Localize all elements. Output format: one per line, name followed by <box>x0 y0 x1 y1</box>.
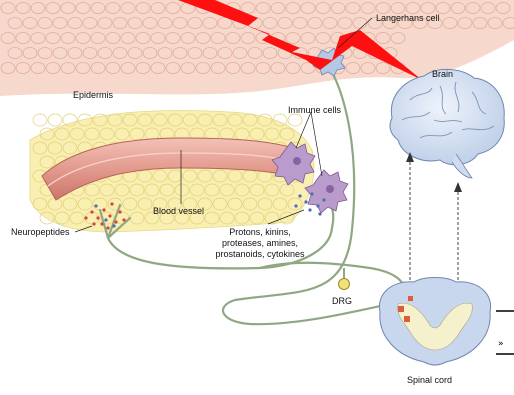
molecule-dot <box>112 224 115 227</box>
label-epidermis: Epidermis <box>73 90 113 100</box>
molecule-dot <box>92 222 95 225</box>
molecule-dot <box>322 198 325 201</box>
molecule-dot <box>102 208 105 211</box>
molecule-dot <box>304 200 307 203</box>
label-blood-vessel: Blood vessel <box>153 206 204 216</box>
molecule-dot <box>106 226 109 229</box>
tissue-cell <box>33 114 47 126</box>
molecule-dot <box>94 204 97 207</box>
label-drg: DRG <box>332 296 352 306</box>
frame-marks: » <box>496 311 514 354</box>
label-mediators-3: prostanoids, cytokines <box>196 249 324 259</box>
molecule-dot <box>114 220 117 223</box>
tissue-cell <box>288 114 302 126</box>
label-langerhans-cell: Langerhans cell <box>376 13 440 23</box>
molecule-dot <box>308 208 311 211</box>
label-mediators-1: Protons, kinins, <box>200 227 320 237</box>
molecule-dot <box>298 194 301 197</box>
molecule-dot <box>100 222 103 225</box>
tissue-cell <box>48 114 62 126</box>
molecule-dot <box>118 210 121 213</box>
molecule-dot <box>122 218 125 221</box>
molecule-dot <box>110 202 113 205</box>
spinal-cord <box>379 278 490 366</box>
molecule-dot <box>310 192 313 195</box>
drg-ganglion <box>339 268 350 290</box>
molecule-dot <box>294 204 297 207</box>
label-neuropeptides: Neuropeptides <box>11 227 70 237</box>
molecule-dot <box>104 218 107 221</box>
label-brain: Brain <box>432 69 453 79</box>
molecule-dot <box>108 214 111 217</box>
molecule-dot <box>316 204 319 207</box>
molecule-dot <box>90 210 93 213</box>
molecule-dot <box>318 212 321 215</box>
label-immune-cells: Immune cells <box>288 105 341 115</box>
svg-text:»: » <box>498 339 504 349</box>
molecule-dot <box>96 216 99 219</box>
label-spinal-cord: Spinal cord <box>407 375 452 385</box>
label-mediators-2: proteases, amines, <box>200 238 320 248</box>
molecule-dot <box>84 216 87 219</box>
